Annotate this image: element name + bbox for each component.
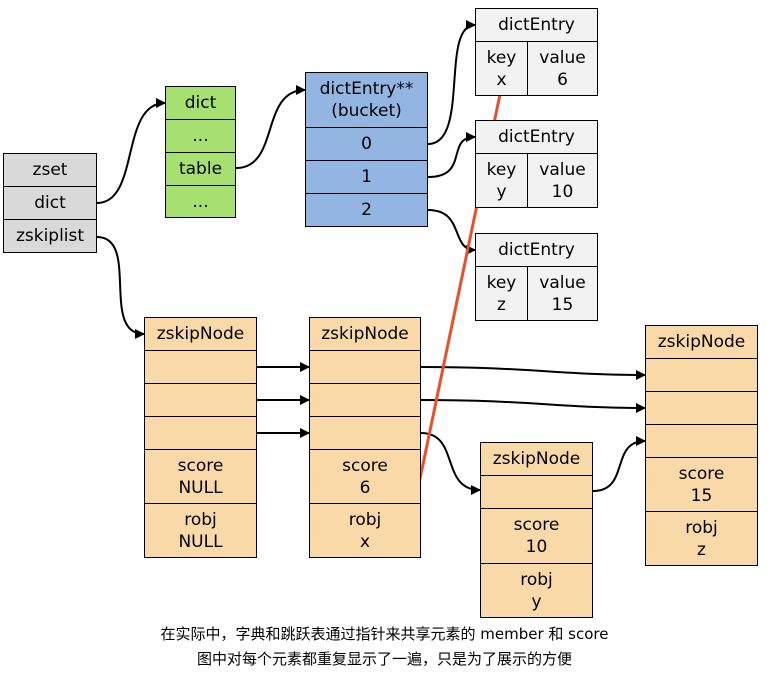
node-robj: robj x [309, 503, 421, 558]
dict-ellipsis-1: ... [165, 119, 236, 153]
node-level-1 [645, 358, 758, 392]
node-score: score NULL [144, 449, 257, 504]
node-level-3 [309, 416, 421, 450]
entry-value: value 15 [527, 266, 598, 321]
arrow-node2-l1-to-node4 [420, 366, 646, 380]
node-title: zskipNode [480, 442, 593, 476]
arrow-zskiplist-to-node1 [96, 236, 145, 339]
node-level-3 [645, 424, 758, 458]
node-level-2 [144, 383, 257, 417]
arrow-zset-to-dict [96, 98, 166, 204]
dict-ellipsis-2: ... [165, 185, 236, 218]
entry-key: key x [475, 41, 528, 96]
node-title: zskipNode [645, 325, 758, 359]
node-score: score 6 [309, 449, 421, 504]
entry-value: value 10 [527, 153, 598, 208]
entry-value: value 6 [527, 41, 598, 96]
entry-title: dictEntry [475, 120, 598, 154]
bucket-0: 0 [305, 127, 428, 161]
node-score: score 15 [645, 457, 758, 512]
node-robj: robj NULL [144, 503, 257, 558]
entry-title: dictEntry [475, 8, 598, 42]
arrow-node3-to-node4 [592, 436, 646, 492]
bucket-title: dictEntry** (bucket) [305, 72, 428, 128]
entry-key: key z [475, 266, 528, 321]
entry-title: dictEntry [475, 233, 598, 267]
caption-line-1: 在实际中，字典和跳跃表通过指针来共享元素的 member 和 score [160, 625, 609, 643]
arrow-bucket1-to-entry-y [427, 132, 476, 178]
arrow-table-to-buckets [235, 85, 306, 169]
node-robj: robj y [480, 563, 593, 618]
bucket-2: 2 [305, 193, 428, 227]
node-level-1 [309, 350, 421, 384]
zset-dict-field: dict [3, 186, 97, 220]
dict-table-field: table [165, 152, 236, 186]
node-level-1 [480, 475, 593, 509]
node-score: score 10 [480, 508, 593, 564]
zset-zskiplist-field: zskiplist [3, 219, 97, 253]
bucket-1: 1 [305, 160, 428, 194]
node-level-3 [144, 416, 257, 450]
node-robj: robj z [645, 511, 758, 566]
dict-title: dict [165, 86, 236, 120]
node-level-2 [309, 383, 421, 417]
entry-key: key y [475, 153, 528, 208]
node-title: zskipNode [309, 317, 421, 351]
zset-title: zset [3, 153, 97, 187]
node-title: zskipNode [144, 317, 257, 351]
caption-line-2: 图中对每个元素都重复显示了一遍，只是为了展示的方便 [196, 650, 572, 668]
arrow-bucket0-to-entry-x [427, 20, 476, 145]
node-level-1 [144, 350, 257, 384]
arrow-node2-l2-to-node4 [420, 399, 646, 413]
node-level-2 [645, 391, 758, 425]
arrow-node2-l3-to-node3 [420, 432, 481, 495]
